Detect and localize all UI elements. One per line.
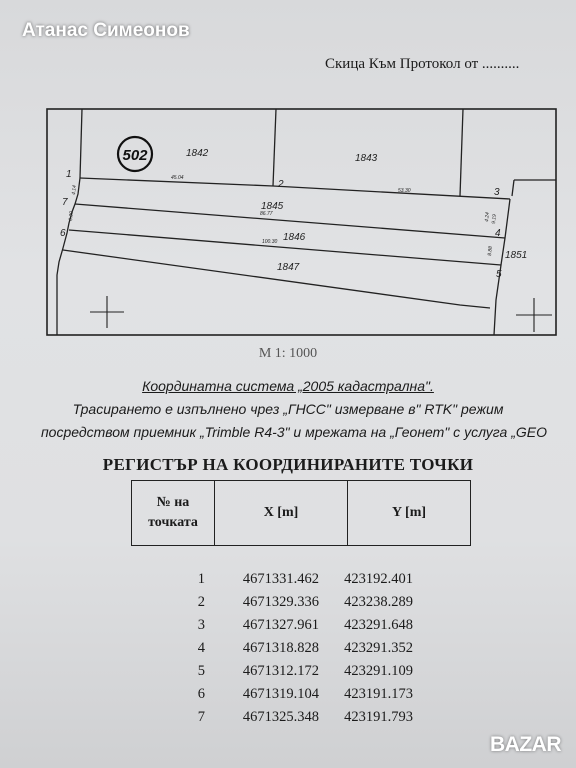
receiver-line: посредством приемник „Trimble R4-3" и мр… <box>40 424 548 440</box>
point-label: 2 <box>277 179 284 190</box>
header-x: X [m] <box>214 480 348 546</box>
point-label: 7 <box>62 197 68 208</box>
side-dimension: 4.24 <box>484 212 491 222</box>
protocol-header: Скица Към Протокол от .......... <box>325 56 520 72</box>
side-dimension: 8.88 <box>487 246 494 256</box>
boundary-1-2-3 <box>79 177 511 200</box>
grid-crosshair-east <box>516 298 552 332</box>
parcel-number: 1851 <box>505 250 527 261</box>
boundary-ne-tick <box>511 179 515 197</box>
seller-name-overlay: Атанас Симеонов <box>22 20 190 41</box>
distance-label: 86.77 <box>260 211 273 217</box>
boundary-west-1842 <box>79 108 83 179</box>
boundary-1847-south <box>62 249 491 309</box>
point-label: 1 <box>66 169 72 180</box>
point-label: 5 <box>496 269 502 280</box>
register-title: РЕГИСТЪР НА КООРДИНИРАНИТЕ ТОЧКИ <box>102 455 474 474</box>
side-dimension: 4.14 <box>71 185 78 195</box>
watermark-logo: BAZAR <box>490 733 562 756</box>
sketch-frame <box>46 108 557 336</box>
point-label: 3 <box>494 187 500 198</box>
point-label: 6 <box>60 228 66 239</box>
boundary-1842-1843 <box>272 108 277 187</box>
parcel-number: 1845 <box>261 201 284 212</box>
side-dimension: 6.30 <box>68 211 75 221</box>
scale-label: М 1: 1000 <box>258 346 318 361</box>
tracing-method-line: Трасирането е изпълнено чрез „ГНСС" изме… <box>72 401 504 417</box>
distance-label: 53.30 <box>398 188 411 194</box>
header-y: Y [m] <box>347 480 471 546</box>
point-label: 4 <box>495 228 501 239</box>
boundary-west <box>56 177 81 335</box>
parcel-number: 1846 <box>283 232 306 243</box>
parcel-number: 1843 <box>355 153 378 164</box>
parcel-stamp <box>116 135 154 173</box>
parcel-number: 1847 <box>277 262 300 273</box>
boundary-6-5 <box>68 229 502 266</box>
parcel-number: 1842 <box>186 148 209 159</box>
header-point-number: № на точката <box>131 480 215 546</box>
distance-label: 45.04 <box>171 175 184 181</box>
parcel-stamp-number: 502 <box>122 147 148 164</box>
boundary-7-4 <box>74 203 506 239</box>
coordinate-system-line: Координатна система „2005 кадастрална". <box>142 378 434 394</box>
grid-crosshair-west <box>90 296 124 328</box>
distance-label: 100.30 <box>262 239 278 245</box>
boundary-east-1851 <box>493 198 511 336</box>
coordinates-table-header: № на точката X [m] Y [m] <box>131 480 471 546</box>
boundary-1843-east <box>459 108 464 197</box>
side-dimension: 9.19 <box>491 214 498 224</box>
